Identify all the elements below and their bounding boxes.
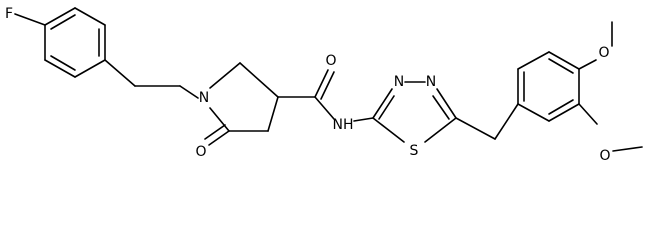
bond	[494, 103, 519, 140]
bond	[267, 96, 279, 132]
thiadiazole-n2-label: N	[426, 74, 436, 90]
bond	[204, 124, 226, 140]
thiadiazole-n1-label: N	[394, 74, 404, 90]
bond	[209, 107, 230, 132]
bond	[44, 7, 76, 26]
fluorine-atom-label: F	[5, 6, 13, 22]
atom-label-layer: F N O O NH N N S O O	[5, 6, 611, 164]
bond	[455, 117, 496, 140]
bond	[353, 117, 374, 122]
bond	[74, 7, 106, 26]
bond	[372, 88, 393, 119]
bond	[548, 99, 574, 115]
bond	[612, 146, 643, 152]
amide-nh-label: NH	[333, 117, 354, 133]
lactam-oxygen-label: O	[195, 144, 206, 160]
bond	[432, 95, 450, 120]
bond	[436, 88, 457, 119]
methoxy-oxygen-lower-label: O	[599, 148, 610, 164]
molecule-drawing: F N O O NH N N S O O	[5, 6, 643, 164]
bond	[314, 96, 335, 120]
bond	[424, 117, 457, 143]
bond	[74, 59, 106, 78]
amide-oxygen-label: O	[325, 53, 336, 69]
methoxy-oxygen-upper-label: O	[598, 45, 609, 61]
bond	[548, 51, 580, 70]
bond	[14, 13, 46, 26]
bond	[578, 59, 597, 70]
ring-nitrogen-label: N	[199, 90, 209, 106]
bond	[320, 71, 335, 100]
bond	[50, 55, 76, 71]
bond	[548, 103, 580, 122]
bond	[578, 103, 598, 125]
bond	[104, 59, 136, 87]
bond	[239, 62, 279, 98]
thiadiazole-sulfur-label: S	[410, 143, 419, 159]
bond	[372, 117, 405, 143]
bond	[44, 59, 76, 78]
bond	[179, 85, 199, 99]
bond	[548, 58, 574, 74]
bond	[314, 69, 329, 98]
bond-layer	[14, 7, 643, 152]
bond	[50, 14, 76, 30]
bond	[378, 95, 395, 120]
bond	[517, 51, 550, 70]
bond	[517, 103, 550, 122]
bond	[209, 62, 241, 89]
bond	[208, 130, 230, 146]
structure-canvas: F N O O NH N N S O O	[5, 6, 643, 164]
